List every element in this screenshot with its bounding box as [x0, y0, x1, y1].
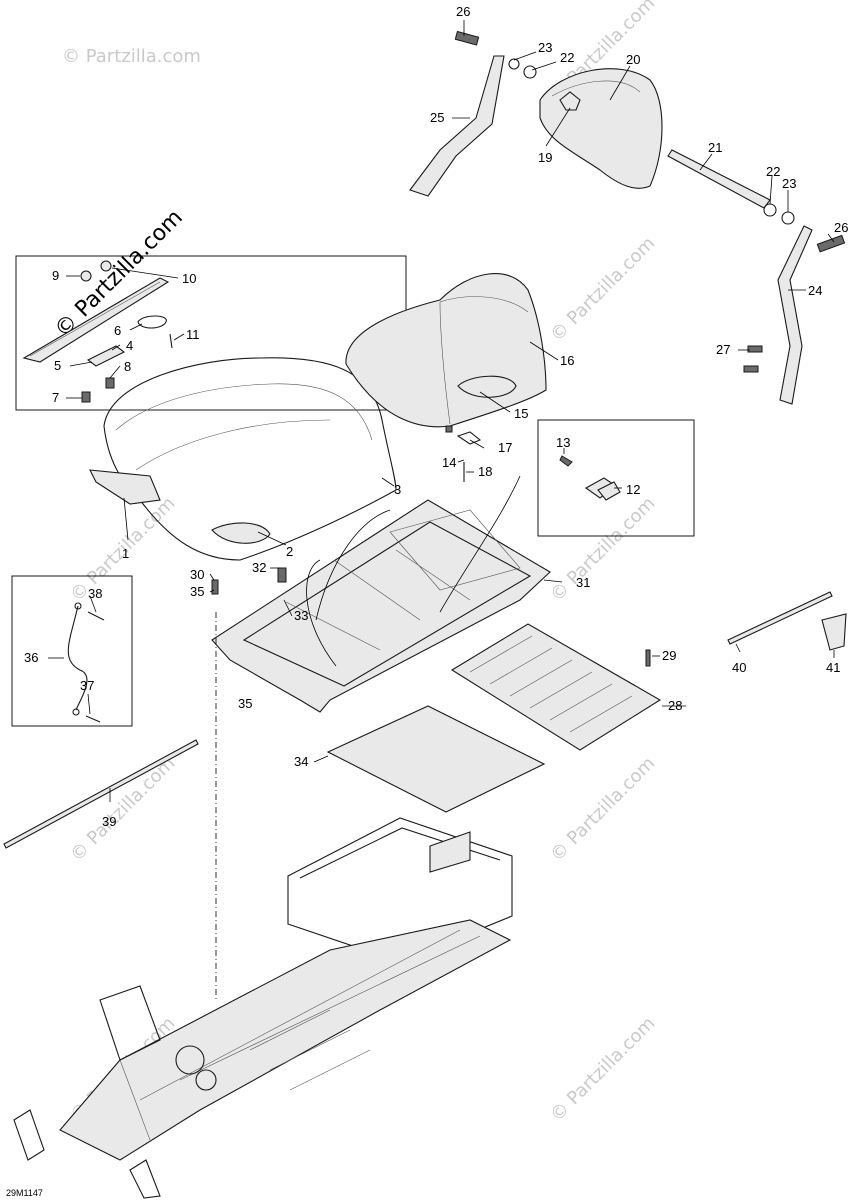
- callout-27: 27: [716, 342, 730, 357]
- seat-assembly: [89, 357, 397, 561]
- detail-box-hinge: [537, 419, 695, 537]
- callout-7: 7: [52, 390, 59, 405]
- connection-arcs: [306, 475, 521, 667]
- callout-34: 34: [294, 754, 308, 769]
- callout-22: 22: [560, 50, 574, 65]
- callout-39: 39: [102, 814, 116, 829]
- callout-37: 37: [80, 678, 94, 693]
- leaders-rear-seat: [479, 341, 559, 413]
- watermark: © Partzilla.com: [546, 1013, 659, 1126]
- pad: [313, 705, 546, 813]
- leaders-tray: [209, 567, 563, 617]
- callout-26: 26: [834, 220, 848, 235]
- leaders-backrest: [452, 20, 835, 351]
- callout-24: 24: [808, 283, 822, 298]
- leaders-box1: [66, 267, 185, 399]
- callout-labels: 1 2 3 4 5 6 7 8 9 10 11 12 13 14 15 16 1…: [24, 4, 848, 829]
- callout-30: 30: [190, 567, 204, 582]
- callout-1: 1: [122, 546, 129, 561]
- callout-10: 10: [182, 271, 196, 286]
- floor-panel: [450, 623, 686, 751]
- callout-40: 40: [732, 660, 746, 675]
- callout-19: 19: [538, 150, 552, 165]
- seat-latch-bracket: [22, 260, 173, 403]
- callout-35: 35: [238, 696, 252, 711]
- callout-3: 3: [394, 482, 401, 497]
- trim-strips: [3, 591, 847, 849]
- callout-25: 25: [430, 110, 444, 125]
- callout-6: 6: [114, 323, 121, 338]
- callout-18: 18: [478, 464, 492, 479]
- callout-20: 20: [626, 52, 640, 67]
- callout-14: 14: [442, 455, 456, 470]
- callout-4: 4: [126, 338, 133, 353]
- callout-13: 13: [556, 435, 570, 450]
- watermark: © Partzilla.com: [66, 753, 179, 866]
- callout-5: 5: [54, 358, 61, 373]
- leaders-seat: [123, 477, 395, 546]
- callout-28: 28: [668, 698, 682, 713]
- diagram-code: 29M1147: [6, 1188, 43, 1198]
- callout-32: 32: [252, 560, 266, 575]
- callout-9: 9: [52, 268, 59, 283]
- frame-rack: [13, 817, 513, 1199]
- callout-29: 29: [662, 648, 676, 663]
- callout-31: 31: [576, 575, 590, 590]
- backrest-assembly: [409, 30, 846, 405]
- rear-seat-cushion: [345, 273, 547, 433]
- callout-11: 11: [186, 327, 200, 342]
- callout-17: 17: [498, 440, 512, 455]
- callout-26: 26: [456, 4, 470, 19]
- callout-36: 36: [24, 650, 38, 665]
- callout-35: 35: [190, 584, 204, 599]
- callout-12: 12: [626, 482, 640, 497]
- callout-21: 21: [708, 140, 722, 155]
- watermark: © Partzilla.com: [546, 233, 659, 346]
- watermark: © Partzilla.com: [546, 753, 659, 866]
- callout-23: 23: [538, 40, 552, 55]
- cable: [48, 595, 105, 723]
- bracket-hardware: [456, 431, 485, 482]
- callout-38: 38: [88, 586, 102, 601]
- callout-41: 41: [826, 660, 840, 675]
- callout-8: 8: [124, 359, 131, 374]
- callout-33: 33: [294, 608, 308, 623]
- callout-16: 16: [560, 353, 574, 368]
- callout-22: 22: [766, 164, 780, 179]
- callout-15: 15: [514, 406, 528, 421]
- watermark: © Partzilla.com: [546, 493, 659, 606]
- storage-tray: [211, 499, 551, 713]
- callout-23: 23: [782, 176, 796, 191]
- detail-box-cable: [11, 575, 133, 727]
- watermark: © Partzilla.com: [62, 46, 201, 67]
- hinge: [559, 448, 622, 501]
- callout-2: 2: [286, 544, 293, 559]
